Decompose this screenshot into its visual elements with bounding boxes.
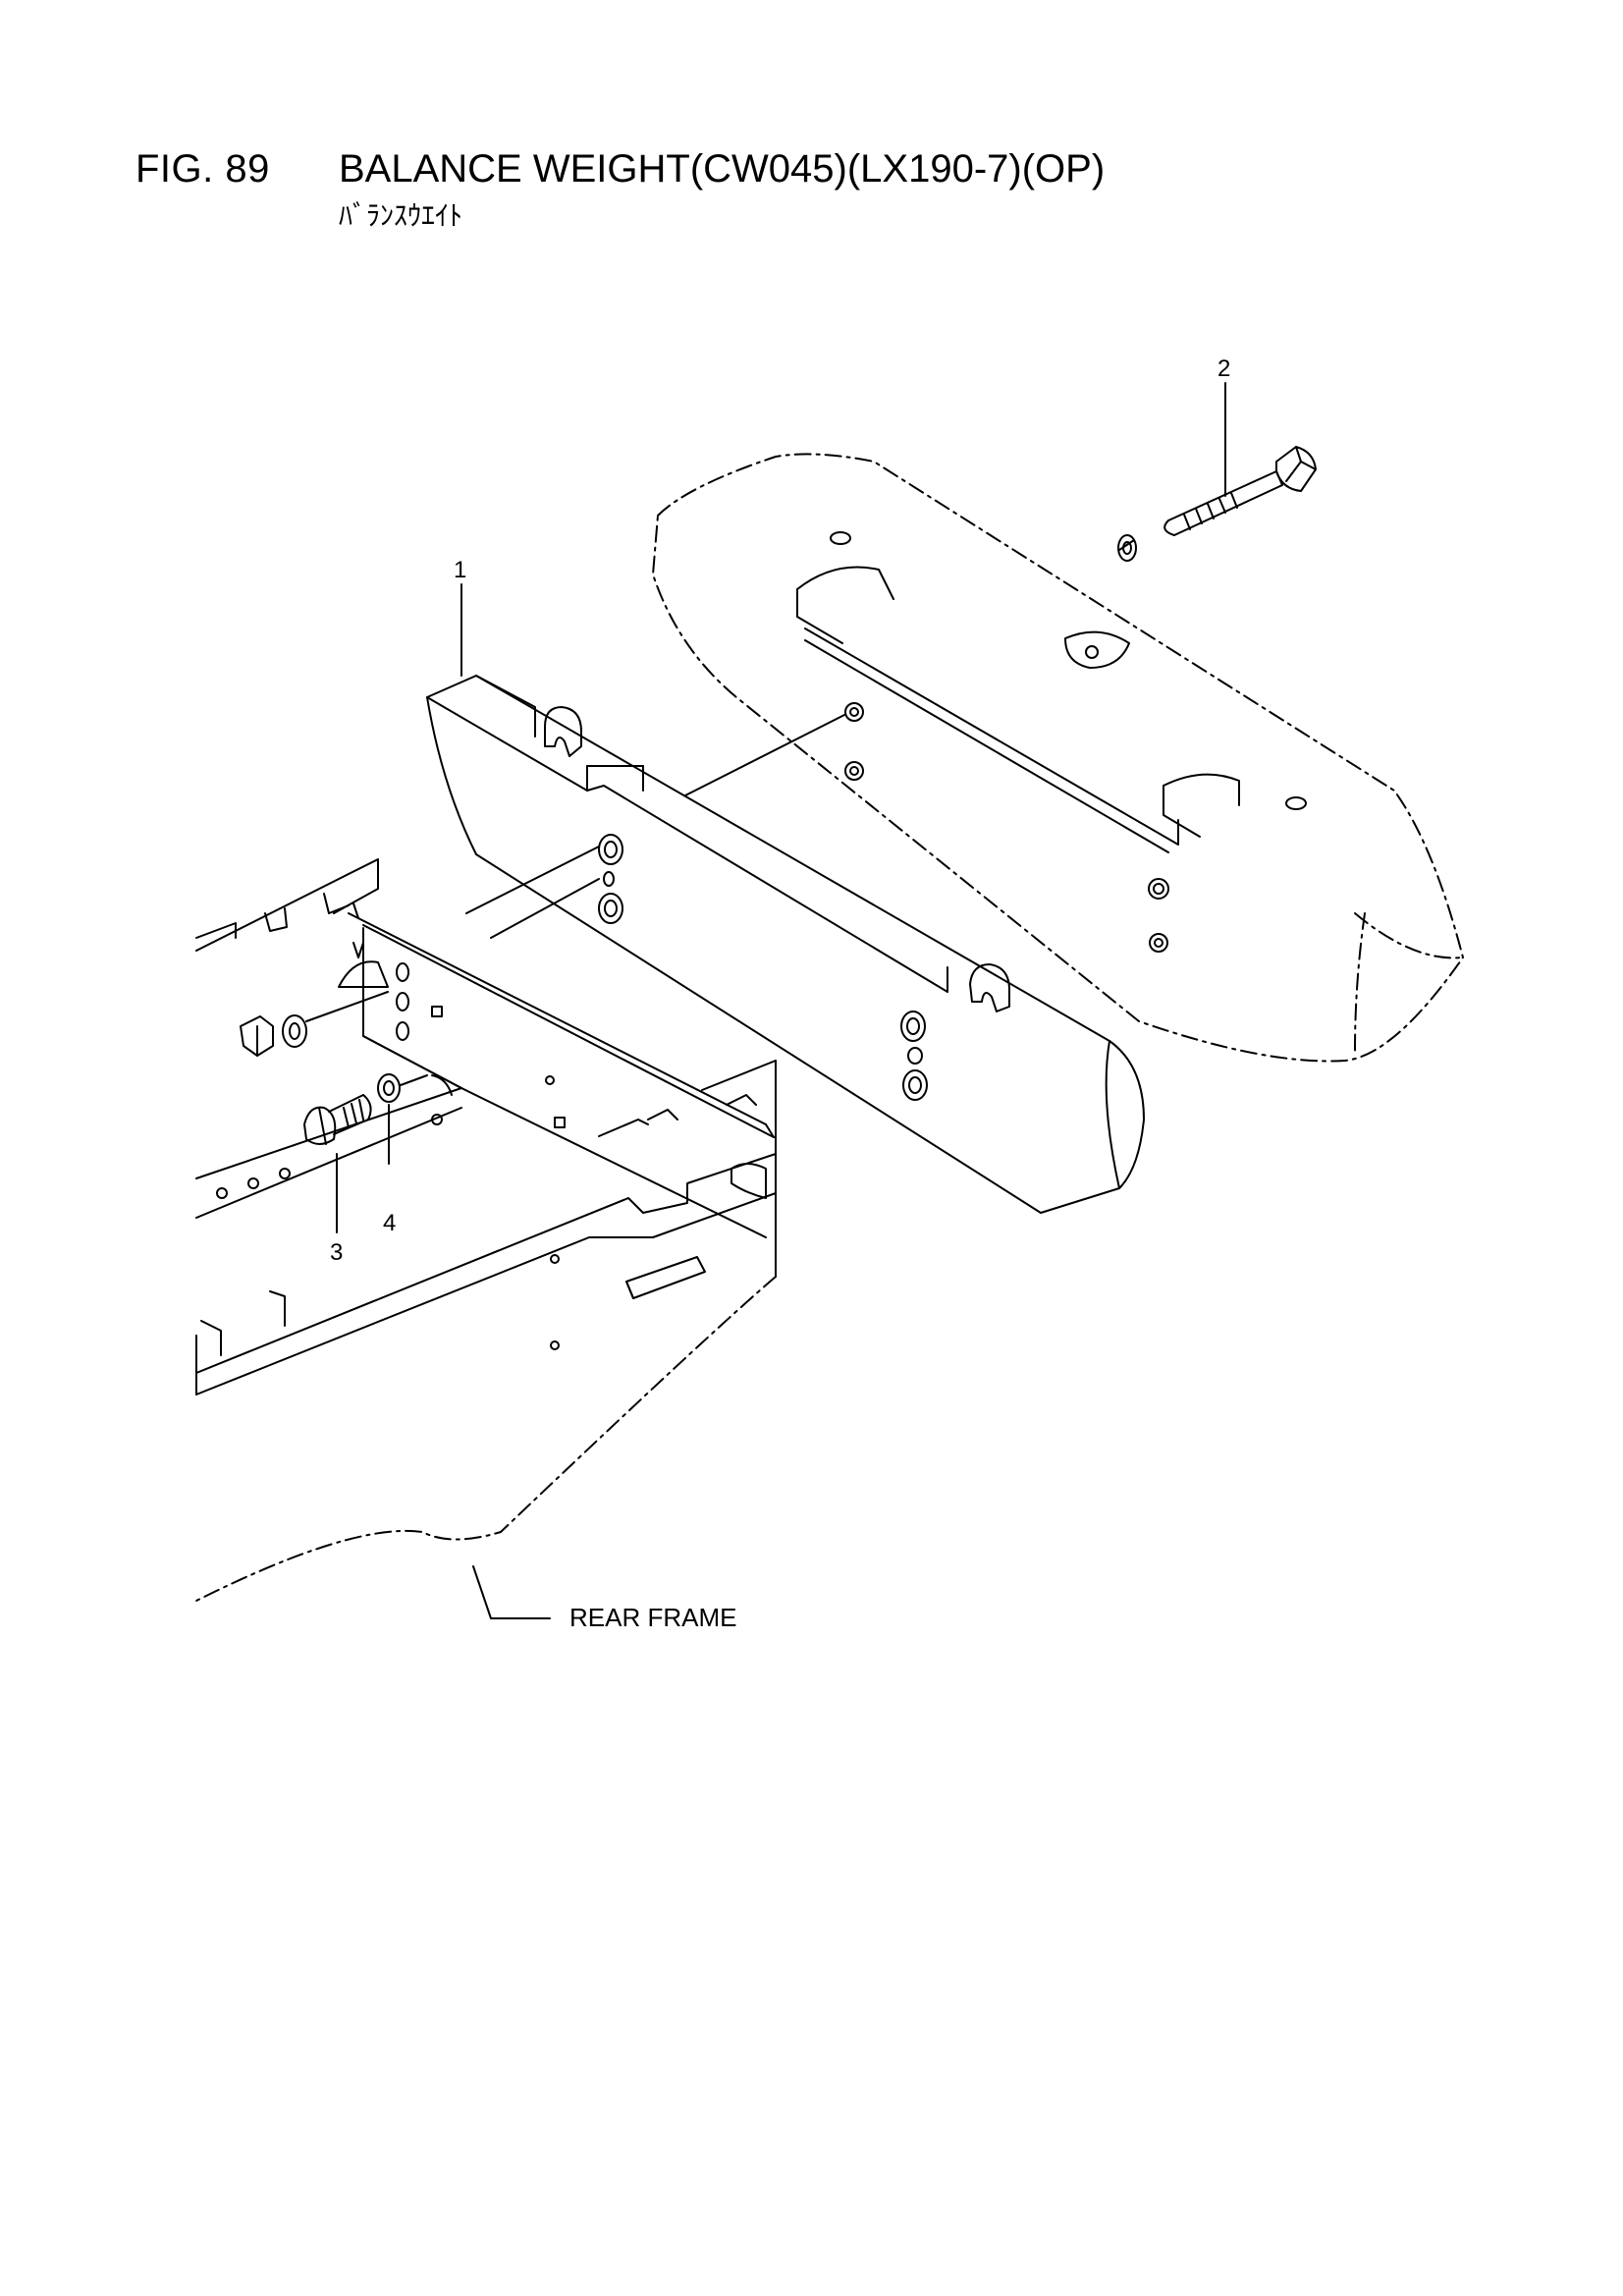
outer-weight-recess: [796, 531, 1307, 953]
front-weight-part: [426, 675, 1145, 1214]
callout-1: 1: [454, 557, 466, 583]
figure-number: FIG. 89: [135, 147, 270, 191]
nut-and-washer: [240, 991, 389, 1057]
assembly-lines: [465, 539, 1135, 939]
figure-title: BALANCE WEIGHT(CW045)(LX190-7)(OP): [339, 147, 1106, 191]
outer-weight-outline: [652, 453, 1464, 1063]
bolt-part-3: [303, 1094, 372, 1233]
callout-2: 2: [1217, 355, 1230, 382]
washer-part-4: [377, 1073, 453, 1165]
callout-4: 4: [383, 1210, 396, 1236]
figure-subtitle: ﾊﾞﾗﾝｽｳｴｲﾄ: [339, 199, 463, 232]
callout-leaders: [460, 583, 551, 1619]
callout-3: 3: [330, 1239, 343, 1266]
rear-frame-label: REAR FRAME: [569, 1603, 736, 1632]
bolt-part-2: [1117, 382, 1317, 562]
rear-frame: [195, 858, 777, 1602]
